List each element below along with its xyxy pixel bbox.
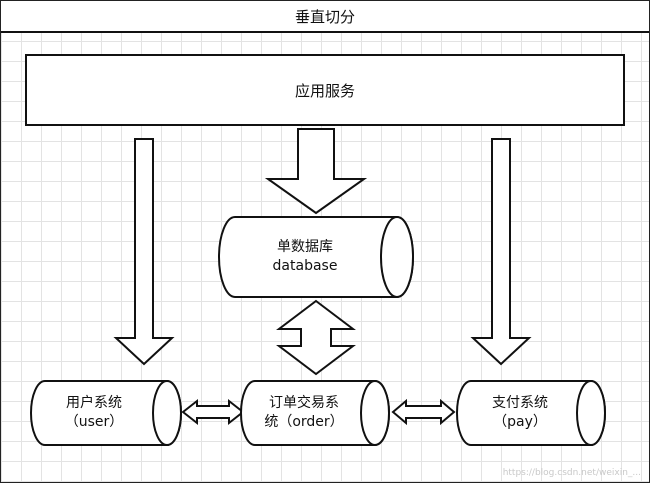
diagram-title: 垂直切分 <box>1 1 649 33</box>
user-system-label: 用户系统 （user） <box>35 385 153 441</box>
order-system-line1: 订单交易系 <box>269 395 339 411</box>
arrow-app-to-pay <box>470 138 532 366</box>
database-label-line1: 单数据库 <box>277 239 333 255</box>
order-system-line2: 统（order） <box>264 414 344 430</box>
pay-system-line1: 支付系统 <box>492 395 548 411</box>
user-system-line2: （user） <box>64 414 124 430</box>
arrow-app-to-database <box>264 128 368 215</box>
pay-system-line2: （pay） <box>493 414 547 430</box>
pay-system-label: 支付系统 （pay） <box>461 385 579 441</box>
app-service-label: 应用服务 <box>294 81 355 100</box>
arrow-app-to-user <box>113 138 175 366</box>
database-label-line2: database <box>272 258 338 274</box>
database-label: 单数据库 database <box>227 223 383 291</box>
user-system-line1: 用户系统 <box>66 395 122 411</box>
arrow-order-pay <box>391 398 456 426</box>
arrow-database-order <box>276 299 356 376</box>
order-system-label: 订单交易系 统（order） <box>245 385 363 441</box>
watermark: https://blog.csdn.net/weixin_... <box>502 468 641 478</box>
arrow-user-order <box>181 398 245 426</box>
app-service-box: 应用服务 <box>25 54 625 126</box>
database-cylinder-end <box>380 216 414 298</box>
